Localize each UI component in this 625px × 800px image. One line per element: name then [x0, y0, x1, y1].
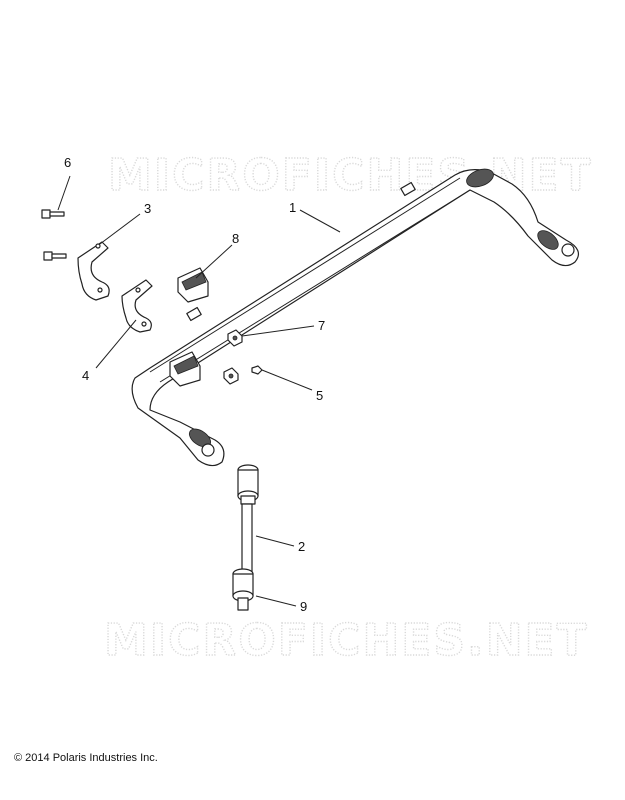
callout-8: 8	[232, 231, 239, 246]
stabilizer-bar	[131, 168, 580, 467]
bolt-upper	[41, 209, 65, 219]
callout-6: 6	[64, 155, 71, 170]
clamp-upper	[77, 241, 110, 301]
callout-7: 7	[318, 318, 325, 333]
link-rod	[232, 464, 259, 611]
callout-3: 3	[144, 201, 151, 216]
nut-upper	[227, 329, 243, 347]
nut-lower	[223, 367, 239, 385]
bolt-lower	[43, 251, 67, 261]
small-nut	[251, 365, 263, 375]
callout-5: 5	[316, 388, 323, 403]
callout-1: 1	[289, 200, 296, 215]
watermark-bottom: MICROFICHES.NET	[104, 615, 589, 666]
bushing-lower	[169, 351, 201, 387]
callout-2: 2	[298, 539, 305, 554]
leader-lines	[57, 175, 341, 607]
callout-9: 9	[300, 599, 307, 614]
callout-4: 4	[82, 368, 89, 383]
clamp-lower	[121, 279, 153, 333]
copyright-notice: © 2014 Polaris Industries Inc.	[14, 752, 158, 764]
bushing-upper	[177, 267, 209, 303]
